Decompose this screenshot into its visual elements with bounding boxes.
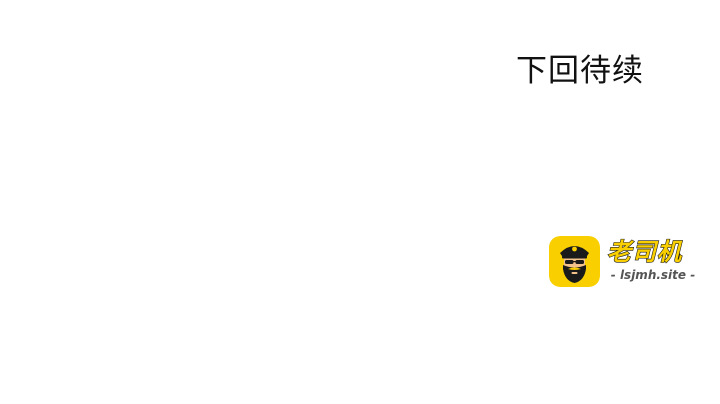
bearded-captain-icon	[549, 236, 600, 287]
site-watermark-logo: 老司机 - lsjmh.site -	[549, 236, 701, 288]
to-be-continued-text: 下回待续	[516, 53, 644, 89]
logo-wordmark-text: 老司机	[607, 238, 683, 266]
logo-wordmark: 老司机	[606, 237, 683, 266]
logo-site-url: - lsjmh.site -	[610, 268, 696, 282]
